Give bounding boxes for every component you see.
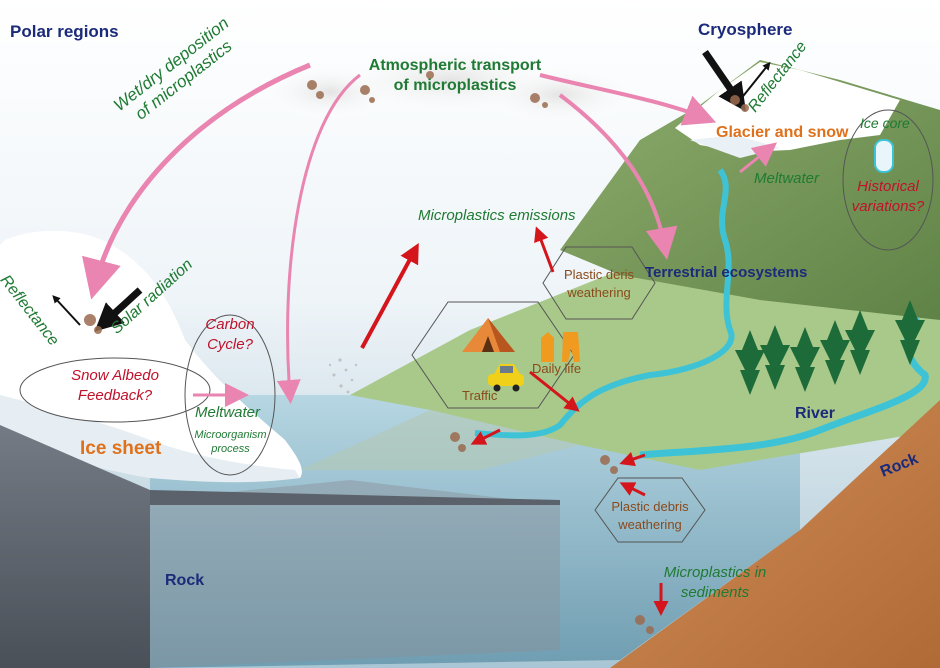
- meltwater-left-label: Meltwater: [195, 404, 261, 421]
- snow-albedo-line1: Snow Albedo: [71, 367, 159, 384]
- car-icon: [488, 364, 524, 392]
- river-label: River: [795, 405, 836, 422]
- carbon-line1: Carbon: [205, 316, 255, 333]
- plastic-debris-weathering-label: Plastic debris weathering: [600, 498, 700, 534]
- plastic-debris-line1: Plastic debris: [611, 499, 689, 514]
- historical-variations-label: Historical variations?: [843, 177, 933, 217]
- microorganism-line1: Microorganism: [194, 429, 267, 441]
- historical-line2: variations?: [851, 198, 925, 215]
- terrestrial-ecosystems-label: Terrestrial ecosystems: [645, 264, 808, 281]
- microorganism-line2: process: [211, 443, 250, 455]
- sediments-line1: Microplastics in: [663, 564, 767, 581]
- sediments-line2: sediments: [680, 584, 750, 601]
- historical-line1: Historical: [857, 178, 919, 195]
- clothing-icon: [541, 332, 580, 362]
- atmospheric-transport-line1: Atmospheric transport: [368, 57, 542, 74]
- microorganism-process-label: Microorganism process: [188, 428, 273, 456]
- microplastics-emissions-label: Microplastics emissions: [418, 207, 576, 224]
- ice-sheet-label: Ice sheet: [80, 438, 162, 459]
- plastic-deris-weathering-label: Plastic deris weathering: [553, 266, 645, 302]
- daily-life-label: Daily life: [532, 361, 582, 376]
- meltwater-top-label: Meltwater: [754, 170, 820, 187]
- carbon-cycle-label: Carbon Cycle?: [195, 315, 265, 355]
- cryosphere-label: Cryosphere: [698, 20, 793, 39]
- glacier-snow-label: Glacier and snow: [716, 124, 849, 141]
- carbon-line2: Cycle?: [207, 336, 253, 353]
- plastic-deris-line2: weathering: [567, 285, 631, 300]
- snow-albedo-line2: Feedback?: [77, 387, 153, 404]
- ice-core-label: Ice core: [860, 115, 910, 131]
- rock-left-label: Rock: [165, 572, 205, 589]
- atmospheric-transport-line2: of microplastics: [393, 77, 517, 94]
- plastic-deris-line1: Plastic deris: [563, 267, 635, 282]
- snow-albedo-feedback-label: Snow Albedo Feedback?: [40, 366, 190, 406]
- polar-regions-label: Polar regions: [10, 22, 119, 41]
- plastic-debris-line2: weathering: [618, 517, 682, 532]
- atmospheric-transport-label: Atmospheric transport of microplastics: [360, 56, 550, 96]
- traffic-label: Traffic: [462, 388, 498, 403]
- tent-icon: [462, 318, 515, 352]
- microplastics-in-sediments-label: Microplastics in sediments: [650, 563, 780, 603]
